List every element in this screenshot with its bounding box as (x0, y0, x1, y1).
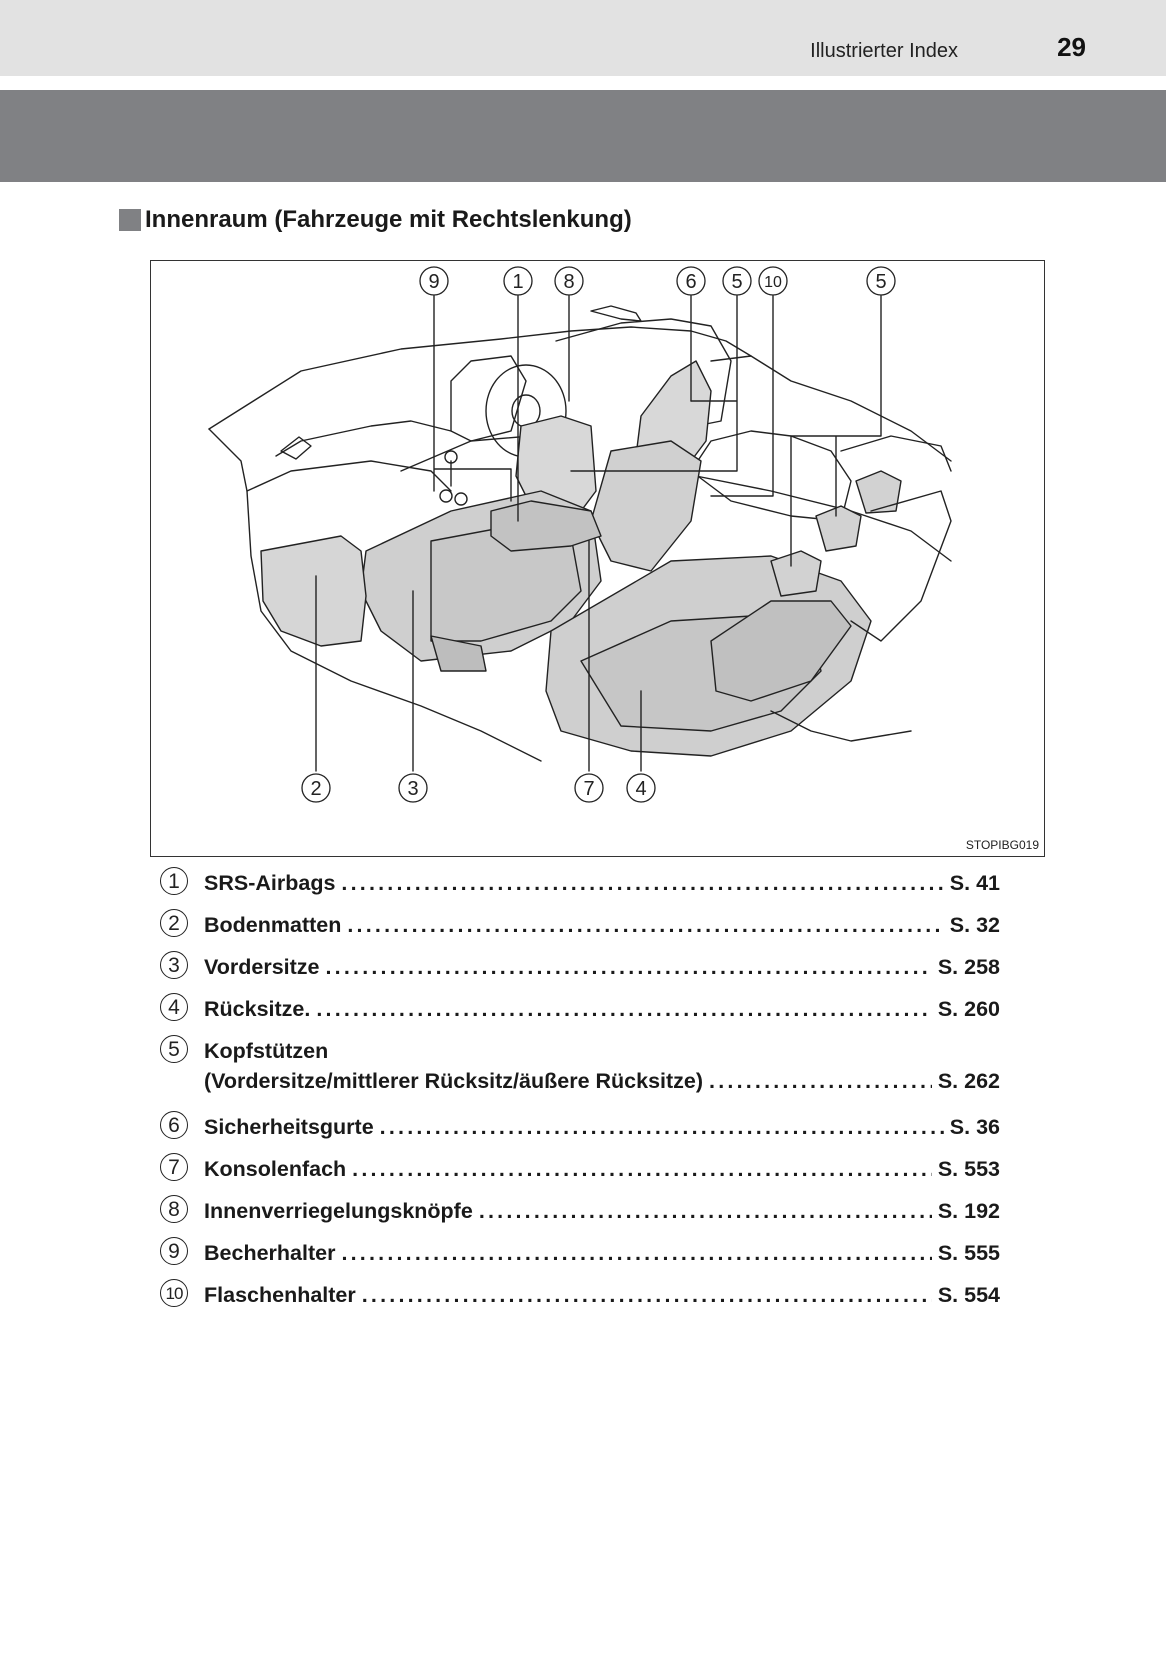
item-label: Kopfstützen (204, 1039, 329, 1063)
item-number: 6 (160, 1111, 188, 1139)
item-number: 8 (160, 1195, 188, 1223)
car-interior-drawing: 9 1 8 6 5 10 5 2 3 7 4 (208, 266, 952, 803)
item-label: Sicherheitsgurte (204, 1115, 374, 1139)
item-label: Vordersitze (204, 955, 320, 979)
figure-code: STOPIBG019 (965, 838, 1039, 852)
callout-label: 5 (731, 271, 742, 293)
item-number: 9 (160, 1237, 188, 1265)
callout-6 (676, 266, 706, 296)
callout-label: 6 (685, 271, 696, 293)
header-divider (0, 76, 1166, 90)
section-heading: Innenraum (Fahrzeuge mit Rechtslenkung) (119, 206, 632, 234)
callout-label: 4 (635, 778, 646, 800)
callout-5a (722, 266, 752, 296)
callout-label: 3 (407, 778, 418, 800)
page-number: 29 (1057, 32, 1086, 62)
callout-2 (301, 773, 331, 803)
item-label: Flaschenhalter (204, 1283, 356, 1307)
callout-label: 7 (583, 778, 594, 800)
page-reference: S. 555 (937, 1241, 1000, 1265)
callout-1 (503, 266, 533, 296)
page-reference: S. 553 (937, 1157, 1000, 1181)
item-label-detail: (Vordersitze/mittlerer Rücksitz/äußere R… (204, 1069, 704, 1093)
page-reference: S. 41 (949, 871, 1000, 895)
callout-label: 8 (563, 271, 574, 293)
callout-10 (758, 266, 788, 296)
page-reference: S. 260 (937, 997, 1000, 1021)
callout-label: 1 (512, 271, 523, 293)
callout-4 (626, 773, 656, 803)
item-label: SRS-Airbags (204, 871, 336, 895)
item-label: Konsolenfach (204, 1157, 347, 1181)
item-number: 3 (160, 951, 188, 979)
interior-illustration: 9 1 8 6 5 10 5 2 3 7 4 STOPIBG019 (150, 260, 1045, 857)
item-number: 2 (160, 909, 188, 937)
callout-label: 9 (428, 271, 439, 293)
dashboard-outline (208, 326, 752, 430)
callout-5b (866, 266, 896, 296)
page-reference: S. 262 (937, 1069, 1000, 1093)
floor-mat (260, 535, 367, 647)
item-number: 5 (160, 1035, 188, 1063)
item-label: Becherhalter (204, 1241, 336, 1265)
chapter-bar (0, 90, 1166, 182)
callout-9 (419, 266, 449, 296)
section-name: Illustrierter Index (810, 40, 958, 62)
heading-text: Innenraum (Fahrzeuge mit Rechtslenkung) (145, 206, 632, 233)
rear-headrest (770, 550, 822, 597)
item-label: Innenverriegelungsknöpfe (204, 1199, 473, 1223)
page-header (0, 0, 1166, 76)
page-reference: S. 192 (937, 1199, 1000, 1223)
callout-8 (554, 266, 584, 296)
item-number: 1 (160, 867, 188, 895)
item-label: Bodenmatten (204, 913, 342, 937)
item-number: 7 (160, 1153, 188, 1181)
page-reference: S. 32 (949, 913, 1000, 937)
page-reference: S. 36 (949, 1115, 1000, 1139)
callout-label: 5 (875, 271, 886, 293)
item-number: 10 (160, 1279, 188, 1307)
callout-label: 10 (764, 274, 782, 291)
item-number: 4 (160, 993, 188, 1021)
callout-3 (398, 773, 428, 803)
heading-square-icon (119, 209, 141, 231)
page-reference: S. 258 (937, 955, 1000, 979)
item-label: Rücksitze. (204, 997, 311, 1021)
page-reference: S. 554 (937, 1283, 1000, 1307)
callout-7 (574, 773, 604, 803)
callout-label: 2 (310, 778, 321, 800)
